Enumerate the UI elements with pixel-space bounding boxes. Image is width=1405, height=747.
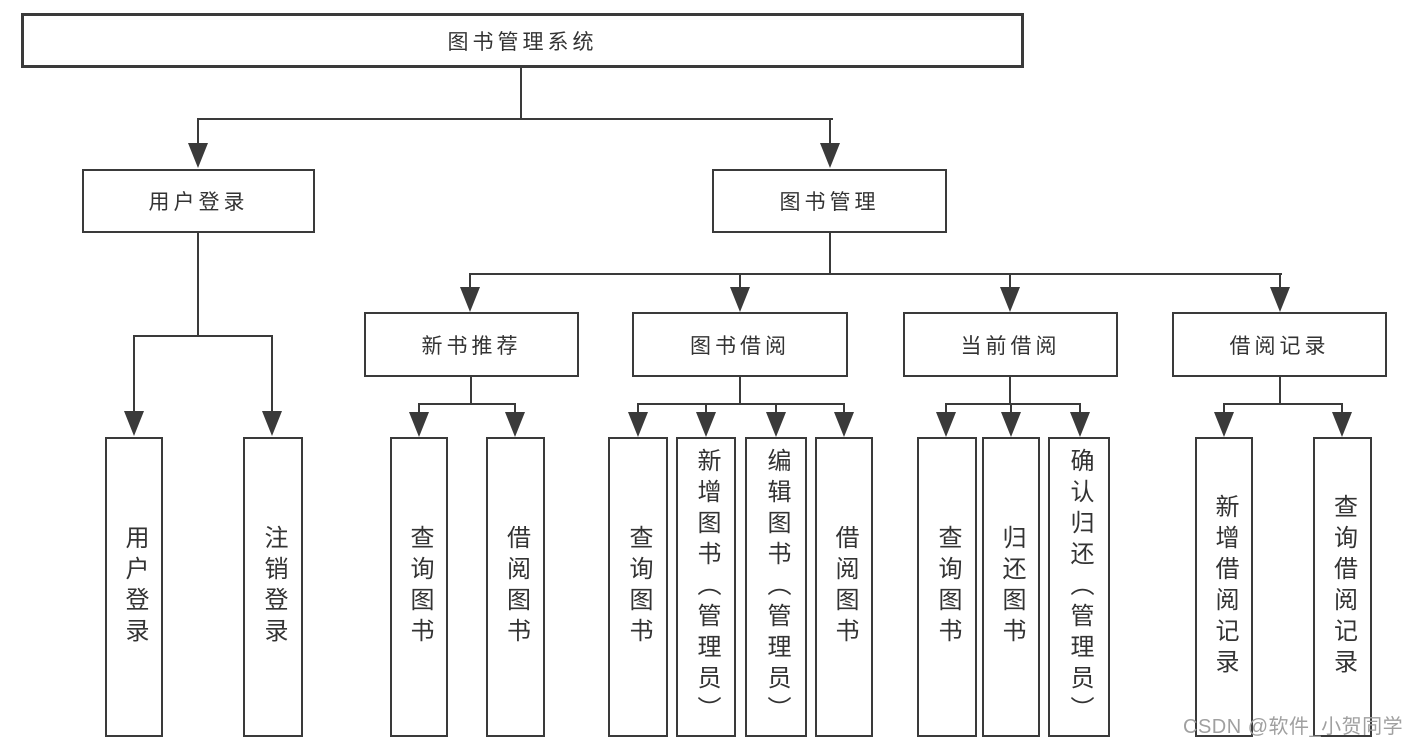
connector-records-stem: [1279, 375, 1281, 405]
connector-records-rail: [1223, 403, 1343, 405]
connector-bookmgmt-stem: [829, 231, 831, 275]
leaf-borrow-books-recommend: 借阅图书: [486, 437, 545, 737]
csdn-watermark: CSDN @软件_小贺同学: [1183, 716, 1404, 738]
arrow-down-icon: [1070, 403, 1090, 437]
leaf-query-books-borrowing: 查询图书: [608, 437, 668, 737]
leaf-query-books-current: 查询图书: [917, 437, 977, 737]
node-current-borrowing: 当前借阅: [903, 312, 1118, 377]
arrow-down-icon: [262, 335, 282, 436]
node-new-book-recommend: 新书推荐: [364, 312, 579, 377]
connector-login-rail: [133, 335, 273, 337]
arrow-down-icon: [1332, 403, 1352, 437]
leaf-add-borrow-record: 新增借阅记录: [1195, 437, 1253, 737]
arrow-down-icon: [834, 403, 854, 437]
connector-recommend-rail: [418, 403, 516, 405]
connector-level2-rail: [469, 273, 1282, 275]
connector-borrowing-stem: [739, 375, 741, 405]
arrow-down-icon: [820, 118, 840, 168]
leaf-edit-books-admin: 编辑图书（管理员）: [745, 437, 807, 737]
leaf-confirm-return-admin: 确认归还（管理员）: [1048, 437, 1110, 737]
arrow-down-icon: [936, 403, 956, 437]
leaf-return-books: 归还图书: [982, 437, 1040, 737]
arrow-down-icon: [730, 273, 750, 312]
connector-current-stem: [1009, 375, 1011, 405]
connector-current-rail: [945, 403, 1081, 405]
node-borrowing-records: 借阅记录: [1172, 312, 1387, 377]
arrow-down-icon: [460, 273, 480, 312]
arrow-down-icon: [124, 335, 144, 436]
leaf-query-borrow-record: 查询借阅记录: [1313, 437, 1372, 737]
leaf-user-login: 用户登录: [105, 437, 163, 737]
node-root: 图书管理系统: [21, 13, 1024, 68]
node-book-borrowing: 图书借阅: [632, 312, 848, 377]
arrow-down-icon: [628, 403, 648, 437]
arrow-down-icon: [1001, 403, 1021, 437]
arrow-down-icon: [1000, 273, 1020, 312]
connector-recommend-stem: [470, 375, 472, 405]
arrow-down-icon: [505, 403, 525, 437]
connector-borrowing-rail: [637, 403, 845, 405]
connector-root-stem: [520, 66, 522, 120]
node-book-management: 图书管理: [712, 169, 947, 233]
arrow-down-icon: [409, 403, 429, 437]
leaf-query-books-recommend: 查询图书: [390, 437, 448, 737]
arrow-down-icon: [188, 118, 208, 168]
arrow-down-icon: [696, 403, 716, 437]
node-user-login: 用户登录: [82, 169, 315, 233]
arrow-down-icon: [1214, 403, 1234, 437]
arrow-down-icon: [766, 403, 786, 437]
arrow-down-icon: [1270, 273, 1290, 312]
leaf-logout: 注销登录: [243, 437, 303, 737]
connector-userlogin-stem: [197, 231, 199, 337]
connector-level1-rail: [197, 118, 833, 120]
leaf-borrow-books-borrowing: 借阅图书: [815, 437, 873, 737]
leaf-add-books-admin: 新增图书（管理员）: [676, 437, 736, 737]
